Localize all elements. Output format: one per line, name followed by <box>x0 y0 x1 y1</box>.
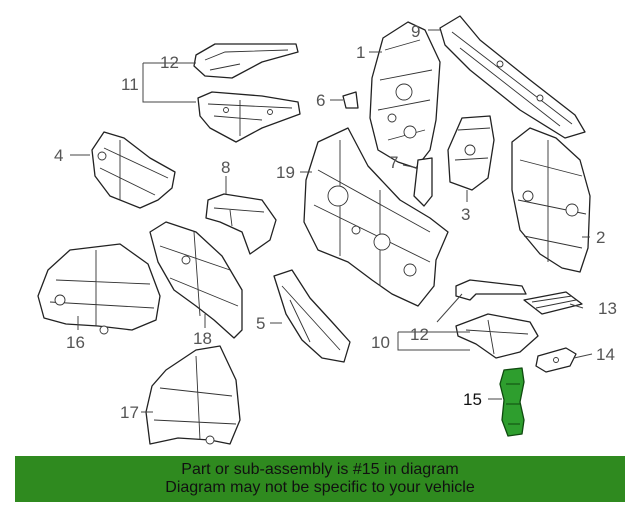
part-3 <box>447 115 495 191</box>
part-1 <box>369 21 441 169</box>
banner-line-part: Part or sub-assembly is #15 in diagram <box>181 461 459 478</box>
part-2 <box>511 127 591 273</box>
callout-12-lower: 12 <box>410 325 429 344</box>
callout-14: 14 <box>596 345 615 364</box>
callout-8: 8 <box>221 158 230 177</box>
callout-12-top: 12 <box>160 53 179 72</box>
leader-lines <box>70 29 593 413</box>
part-11 <box>197 91 301 143</box>
callout-6: 6 <box>316 91 325 110</box>
part-17 <box>145 345 241 445</box>
part-16 <box>37 243 161 335</box>
callout-18: 18 <box>193 329 212 348</box>
part-13 <box>523 291 583 315</box>
callout-7: 7 <box>389 153 398 172</box>
callout-9: 9 <box>411 22 420 41</box>
callout-5: 5 <box>256 314 265 333</box>
part-19 <box>303 127 449 307</box>
part-7 <box>413 157 433 207</box>
callout-16: 16 <box>66 333 85 352</box>
callout-19: 19 <box>276 163 295 182</box>
part-6 <box>342 91 359 109</box>
callout-13: 13 <box>598 299 617 318</box>
banner-line-disclaimer: Diagram may not be specific to your vehi… <box>165 479 475 496</box>
part-8 <box>205 193 277 255</box>
callout-11: 11 <box>121 75 139 94</box>
callout-17: 17 <box>120 403 139 422</box>
callout-1: 1 <box>356 43 365 62</box>
parts-diagram: 1 2 3 4 5 6 7 8 9 10 11 12 12 13 14 15 1… <box>37 15 617 445</box>
callout-10: 10 <box>371 333 390 352</box>
info-banner: Part or sub-assembly is #15 in diagram D… <box>15 456 625 502</box>
callout-2: 2 <box>596 228 605 247</box>
part-14 <box>535 347 577 373</box>
part-10 <box>455 313 539 359</box>
part-18 <box>149 221 243 339</box>
callout-4: 4 <box>54 146 63 165</box>
part-12-seal-lower <box>455 279 527 301</box>
part-5 <box>273 269 351 363</box>
part-4 <box>91 131 176 209</box>
callout-15: 15 <box>463 390 482 409</box>
part-12-seal <box>193 43 299 79</box>
part-15-highlighted <box>499 367 525 437</box>
part-9 <box>439 15 586 139</box>
callout-3: 3 <box>461 205 470 224</box>
